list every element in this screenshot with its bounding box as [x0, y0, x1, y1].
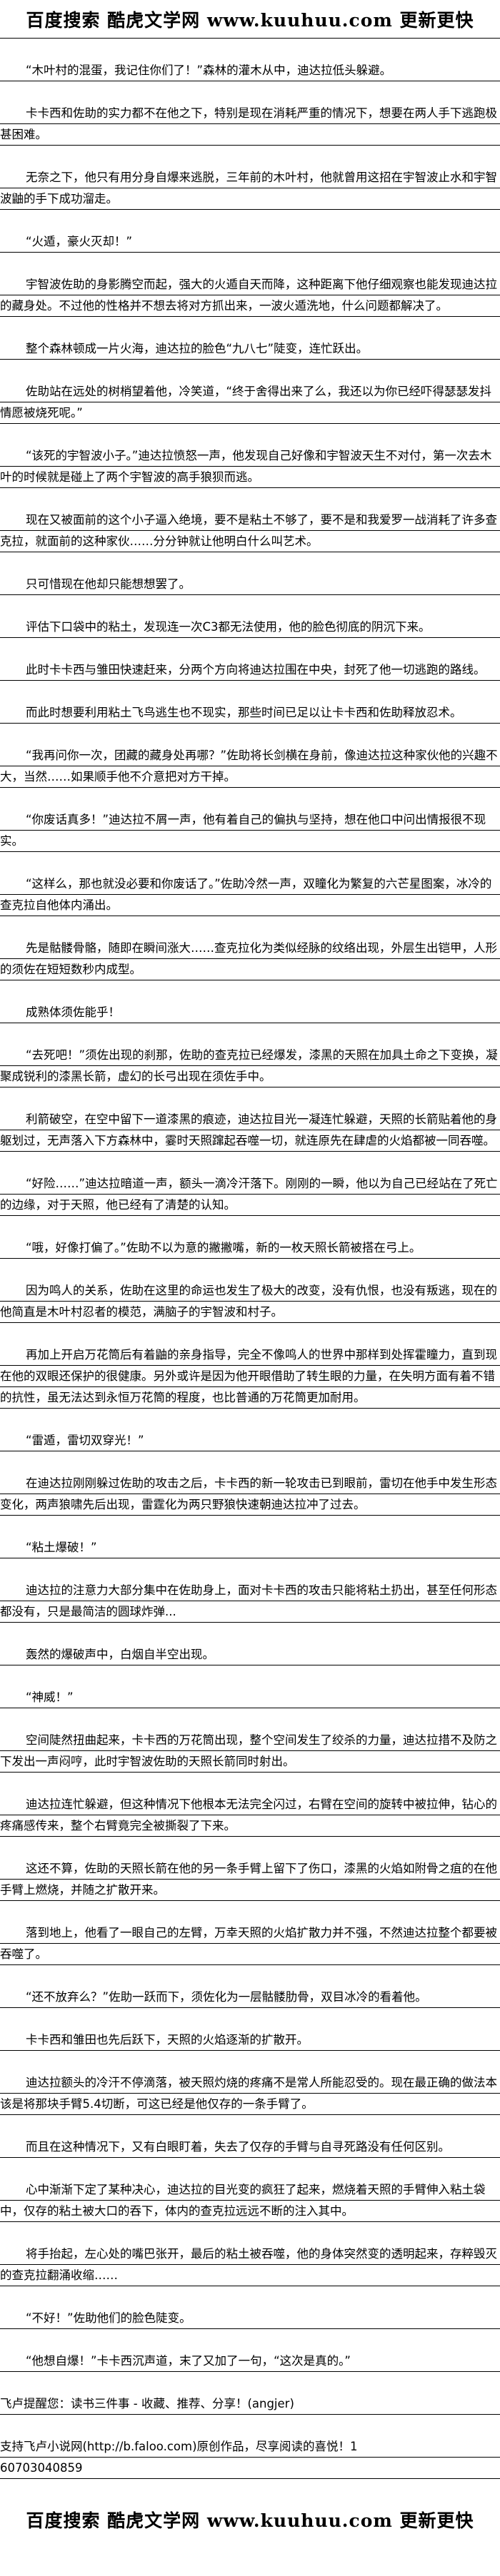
paragraph: “木叶村的混蛋，我记住你们了！”森林的灌木从中，迪达拉低头躲避。: [0, 60, 500, 81]
paragraph: 无奈之下，他只有用分身自爆来逃脱，三年前的木叶村，他就曾用这招在宇智波止水和宇智…: [0, 167, 500, 210]
paragraph: 利箭破空，在空中留下一道漆黑的痕迹，迪达拉目光一凝连忙躲避，天照的长箭贴着他的身…: [0, 1109, 500, 1152]
footer: 飞卢提醒您：读书三件事 - 收藏、推荐、分享！(angjer) 支持飞卢小说网(…: [0, 2393, 500, 2479]
paragraph: “粘土爆破！”: [0, 1537, 500, 1558]
paragraph: “火遁，豪火灭却！”: [0, 231, 500, 253]
paragraph: “雷遁，雷切双穿光！”: [0, 1430, 500, 1451]
paragraph: “该死的宇智波小子。”迪达拉愤怒一声，他发现自己好像和宇智波天生不对付，第一次去…: [0, 445, 500, 488]
paragraph: 现在又被面前的这个小子逼入绝境，要不是粘土不够了，要不是和我爱罗一战消耗了许多查…: [0, 509, 500, 552]
site-logo-banner: 百度搜索 酷虎文学网 www.kuuhuu.com 更新更快: [0, 0, 500, 39]
paragraph: 因为鸣人的关系，佐助在这里的命运也发生了极大的改变，没有仇恨，也没有叛逃，现在的…: [0, 1280, 500, 1323]
paragraph: “好险……”迪达拉暗道一声，额头一滴冷汗落下。刚刚的一瞬，他以为自己已经站在了死…: [0, 1173, 500, 1216]
paragraph: 落到地上，他看了一眼自己的左臂，万幸天照的火焰扩散力并不强，不然迪达拉整个都要被…: [0, 1922, 500, 1965]
footer-support-link[interactable]: 支持飞卢小说网(http://b.faloo.com)原创作品，尽享阅读的喜悦！…: [0, 2436, 500, 2458]
paragraph: “这样么，那也就没必要和你废话了。”佐助冷然一声，双瞳化为繁复的六芒星图案，冰冷…: [0, 873, 500, 916]
paragraph: “他想自爆！”卡卡西沉声道，末了又加了一句，“这次是真的。”: [0, 2351, 500, 2372]
paragraph: 将手抬起，左心处的嘴巴张开，最后的粘土被吞噬，他的身体突然变的透明起来，存粹毁灭…: [0, 2243, 500, 2286]
footer-id: 60703040859: [0, 2458, 500, 2479]
paragraph: 迪达拉额头的冷汗不停滴落，被天照灼烧的疼痛不是常人所能忍受的。现在最正确的做法本…: [0, 2072, 500, 2115]
site-logo-banner-bottom: 百度搜索 酷虎文学网 www.kuuhuu.com 更新更快: [26, 2510, 474, 2531]
paragraph: 而且在这种情况下，又有白眼盯着，失去了仅存的手臂与自寻死路没有任何区别。: [0, 2136, 500, 2158]
paragraph: 先是骷髅骨骼，随即在瞬间涨大……查克拉化为类似经脉的纹络出现，外层生出铠甲，人形…: [0, 938, 500, 980]
paragraph: 这还不算，佐助的天照长箭在他的另一条手臂上留下了伤口，漆黑的火焰如附骨之疽的在他…: [0, 1858, 500, 1901]
paragraph: 整个森林顿成一片火海，迪达拉的脸色“九八七”陡变，连忙跃出。: [0, 338, 500, 360]
chapter-content: “木叶村的混蛋，我记住你们了！”森林的灌木从中，迪达拉低头躲避。卡卡西和佐助的实…: [0, 39, 500, 2372]
paragraph: 心中渐渐下定了某种决心，迪达拉的目光变的疯狂了起来，燃烧着天照的手臂伸入粘土袋中…: [0, 2179, 500, 2222]
paragraph: “哦，好像打偏了。”佐助不以为意的撇撇嘴，新的一枚天照长箭被搭在弓上。: [0, 1237, 500, 1259]
paragraph: 再加上开启万花筒后有着鼬的亲身指导，完全不像鸣人的世界中那样到处挥霍瞳力，直到现…: [0, 1344, 500, 1409]
paragraph: 迪达拉连忙躲避，但这种情况下他根本无法完全闪过，右臂在空间的旋转中被拉伸，钻心的…: [0, 1794, 500, 1837]
paragraph: 卡卡西和雏田也先后跃下，天照的火焰逐渐的扩散开。: [0, 2029, 500, 2051]
paragraph: 在迪达拉刚刚躲过佐助的攻击之后，卡卡西的新一轮攻击已到眼前，雷切在他手中发生形态…: [0, 1473, 500, 1516]
paragraph: 迪达拉的注意力大部分集中在佐助身上，面对卡卡西的攻击只能将粘土扔出，甚至任何形态…: [0, 1580, 500, 1623]
paragraph: 此时卡卡西与雏田快速赶来，分两个方向将迪达拉围在中央，封死了他一切逃跑的路线。: [0, 659, 500, 681]
paragraph: 成熟体须佐能乎！: [0, 1002, 500, 1023]
paragraph: 轰然的爆破声中，白烟自半空出现。: [0, 1644, 500, 1665]
paragraph: 空间陡然扭曲起来，卡卡西的万花筒出现，整个空间发生了绞杀的力量，迪达拉措不及防之…: [0, 1730, 500, 1773]
paragraph: 宇智波佐助的身影腾空而起，强大的火遁自天而降，这种距离下他仔细观察也能发现迪达拉…: [0, 274, 500, 317]
paragraph: 而此时想要利用粘土飞鸟逃生也不现实，那些时间已足以让卡卡西和佐助释放忍术。: [0, 702, 500, 724]
paragraph: “还不放弃么？”佐助一跃而下，须佐化为一层骷髅肋骨，双目冰冷的看着他。: [0, 1987, 500, 2008]
footer-reminder: 飞卢提醒您：读书三件事 - 收藏、推荐、分享！(angjer): [0, 2393, 500, 2415]
paragraph: 只可惜现在他却只能想想罢了。: [0, 574, 500, 595]
paragraph: 卡卡西和佐助的实力都不在他之下，特别是现在消耗严重的情况下，想要在两人手下逃跑极…: [0, 103, 500, 146]
paragraph: “我再问你一次，团藏的藏身处再哪？”佐助将长剑横在身前，像迪达拉这种家伙他的兴趣…: [0, 745, 500, 788]
paragraph: 评估下口袋中的粘土，发现连一次C3都无法使用，他的脸色彻底的阴沉下来。: [0, 617, 500, 638]
paragraph: “去死吧！”须佐出现的刹那，佐助的查克拉已经爆发，漆黑的天照在加具土命之下变换，…: [0, 1045, 500, 1087]
paragraph: 佐助站在远处的树梢望着他，冷笑道，“终于舍得出来了么，我还以为你已经吓得瑟瑟发抖…: [0, 381, 500, 424]
paragraph: “不好！”佐助他们的脸色陡变。: [0, 2308, 500, 2329]
paragraph: “神威！”: [0, 1687, 500, 1708]
paragraph: “你废话真多！”迪达拉不屑一声，他有着自己的偏执与坚持，想在他口中问出情报很不现…: [0, 809, 500, 852]
